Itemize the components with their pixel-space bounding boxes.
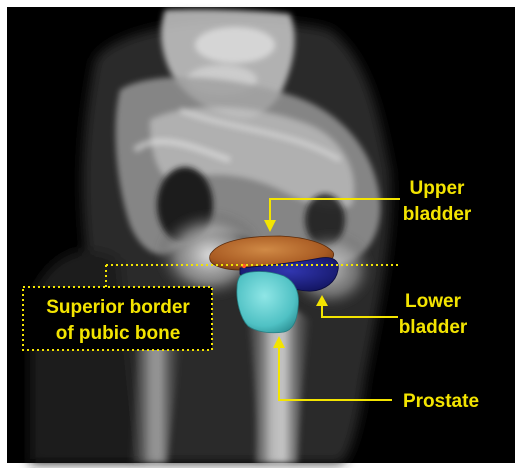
- lower-bladder-label-line1: Lower: [405, 291, 462, 312]
- prostate-shape: [237, 272, 299, 333]
- pubic-label-line2: of pubic bone: [56, 323, 181, 344]
- upper-bladder-label-line2: bladder: [403, 204, 472, 225]
- lower-bladder-label-line2: bladder: [399, 317, 468, 338]
- pubic-label-line1: Superior border: [46, 297, 190, 318]
- prostate-label: Prostate: [403, 391, 479, 412]
- upper-bladder-label-line1: Upper: [410, 178, 466, 199]
